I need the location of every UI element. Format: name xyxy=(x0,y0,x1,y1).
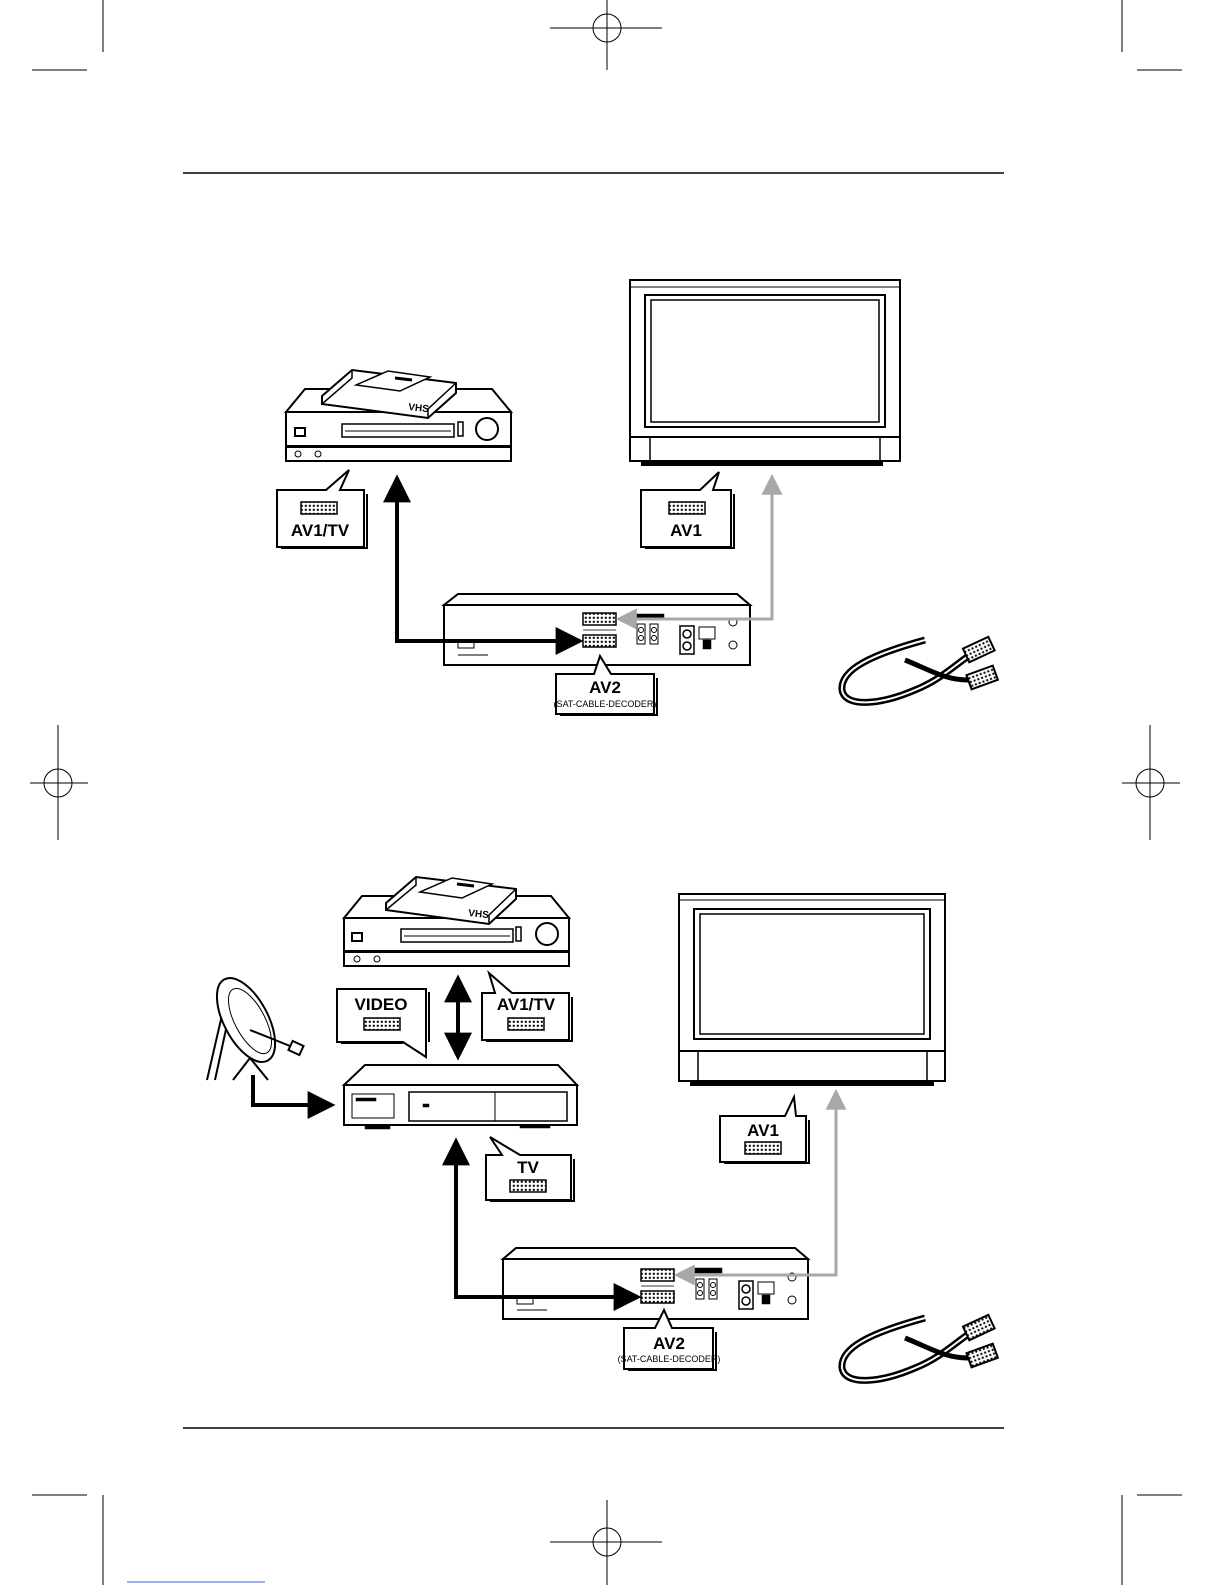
vcr-callout-label: AV1/TV xyxy=(291,521,350,540)
satellite-receiver xyxy=(344,1065,577,1129)
tv-device-bottom xyxy=(679,894,945,1085)
vcr-device-bottom xyxy=(344,877,569,966)
registration-mark-left xyxy=(30,725,88,840)
tv-scart-callout: AV1 xyxy=(641,472,734,548)
registration-mark-top xyxy=(550,0,662,70)
receiver-video-callout: VIDEO xyxy=(337,989,429,1057)
registration-mark-bottom xyxy=(550,1500,662,1585)
scart-cable-icon-bottom xyxy=(842,1315,998,1381)
tv-device xyxy=(630,280,900,465)
vcr-device xyxy=(286,370,511,461)
vcr-cassette-label-bottom: VHS xyxy=(468,908,490,921)
diagram-bottom: VHS xyxy=(205,877,998,1380)
scart-cable-icon xyxy=(842,637,998,703)
dvd-av2-callout-sublabel: (SAT-CABLE-DECODER) xyxy=(554,699,657,709)
dvd-recorder-rear-bottom xyxy=(503,1248,808,1319)
diagram-top: VHS xyxy=(277,280,998,715)
dvd-av2-callout-label-bottom: AV2 xyxy=(653,1334,685,1353)
dvd-recorder-rear xyxy=(444,594,750,665)
receiver-video-callout-label: VIDEO xyxy=(355,995,408,1014)
dvd-av2-callout-label: AV2 xyxy=(589,678,621,697)
tv-callout-label-bottom: AV1 xyxy=(747,1121,779,1140)
receiver-tv-callout-label: TV xyxy=(517,1158,539,1177)
vcr-cassette-label: VHS xyxy=(408,402,430,415)
satellite-dish-icon xyxy=(205,969,304,1080)
dvd-av2-callout-sublabel-bottom: (SAT-CABLE-DECODER) xyxy=(618,1354,721,1364)
tv-scart-callout-bottom: AV1 xyxy=(720,1097,809,1163)
receiver-tv-callout: TV xyxy=(486,1137,574,1201)
vcr-callout-label-bottom: AV1/TV xyxy=(497,995,556,1014)
vcr-scart-callout: AV1/TV xyxy=(277,470,367,548)
registration-mark-right xyxy=(1122,725,1180,840)
crop-marks xyxy=(30,0,1182,1585)
vcr-scart-callout-bottom: AV1/TV xyxy=(482,973,572,1041)
tv-callout-label: AV1 xyxy=(670,521,702,540)
